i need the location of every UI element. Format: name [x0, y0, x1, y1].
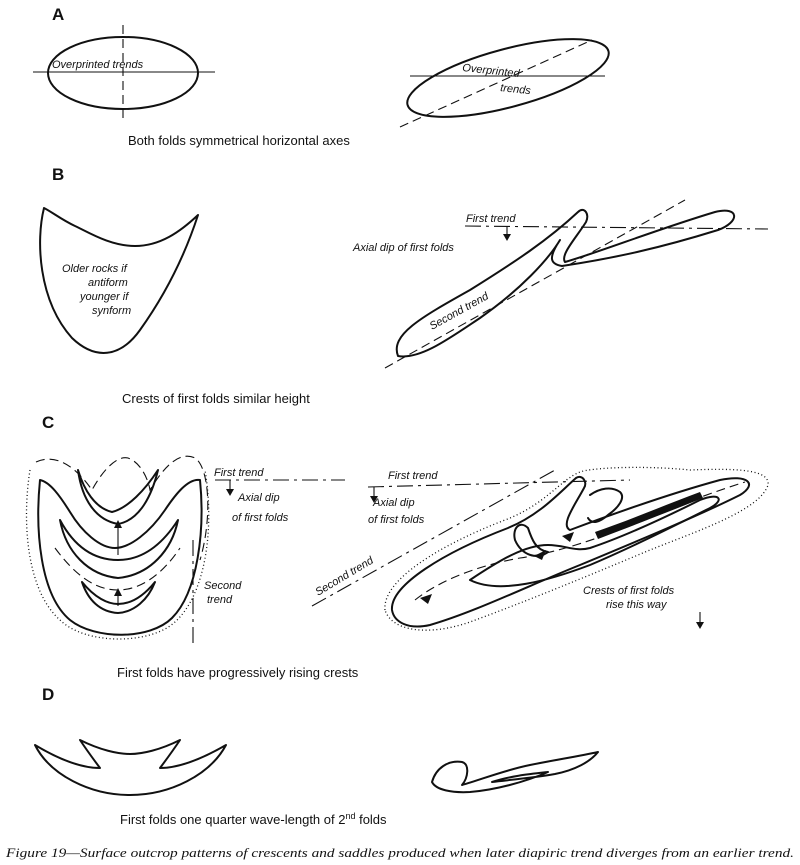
- crests-of-first-folds-label: Crests of first folds: [583, 585, 675, 597]
- outer-dashed-contour: [35, 455, 209, 561]
- panel-b-letter: B: [52, 165, 64, 184]
- older-rocks-label: Older rocks if: [62, 263, 128, 275]
- up-arrow-icon: [114, 520, 122, 528]
- panel-a-letter: A: [52, 5, 64, 24]
- symmetric-crescent-outcrop: [34, 739, 227, 796]
- arrow-head-icon: [696, 622, 704, 629]
- outer-stippled-envelope: [384, 466, 769, 631]
- antiform-label: antiform: [88, 277, 128, 289]
- first-trend-line-right: [367, 479, 631, 488]
- second-trend-line: [384, 199, 686, 369]
- panel-c-left-nested-crescents: First trend Axial dip of first folds Sec…: [25, 455, 345, 645]
- inner-hook-fold: [513, 523, 549, 557]
- panel-c-letter: C: [42, 413, 54, 432]
- panel-b: B Older rocks if antiform younger if syn…: [39, 165, 769, 406]
- first-trend-left-label: First trend: [214, 467, 264, 479]
- first-trend-label: First trend: [466, 213, 516, 225]
- panel-b-crescent: Older rocks if antiform younger if synfo…: [39, 207, 199, 354]
- trend-left-label: trend: [207, 594, 233, 606]
- trends-label: trends: [500, 82, 532, 97]
- panel-a: A Overprinted trends Overprinted trends …: [33, 5, 610, 148]
- panel-a-right-fold: Overprinted trends: [399, 38, 610, 128]
- outer-fold-outline: [37, 478, 203, 636]
- of-first-folds-right-label: of first folds: [368, 514, 425, 526]
- crest-hatched-band: [595, 492, 703, 539]
- outer-stippled-outline: [25, 469, 210, 640]
- saddle-outer-outline: [390, 476, 750, 628]
- panel-a-caption: Both folds symmetrical horizontal axes: [128, 133, 350, 148]
- synform-label: synform: [92, 305, 131, 317]
- upper-hook-fold: [587, 487, 624, 523]
- saddle-inner-outline: [469, 495, 720, 588]
- lower-crescent: [81, 581, 156, 614]
- of-first-folds-left-label: of first folds: [232, 512, 289, 524]
- panel-d-caption: First folds one quarter wave-length of 2…: [120, 811, 387, 827]
- arrow-head-icon: [420, 594, 432, 604]
- second-trend-line-right: [311, 469, 556, 607]
- panel-c-right-saddle: First trend Axial dip of first folds Sec…: [311, 466, 769, 631]
- overprinted-label: Overprinted: [462, 62, 521, 80]
- arrow-head-icon: [562, 532, 574, 542]
- rise-this-way-label: rise this way: [606, 599, 668, 611]
- axial-dip-label: Axial dip of first folds: [352, 242, 454, 254]
- up-arrow-icon: [114, 588, 122, 596]
- middle-crescent: [59, 519, 179, 579]
- panel-b-caption: Crests of first folds similar height: [122, 391, 310, 406]
- arrow-head-icon: [534, 550, 546, 560]
- oblique-trend-line: [399, 39, 593, 128]
- asymmetric-crescent-outcrop: [431, 751, 599, 794]
- elongate-saddle-outcrop: [395, 208, 736, 358]
- younger-if-label: younger if: [79, 291, 129, 303]
- axial-dip-right-label: Axial dip: [372, 497, 415, 509]
- panel-d-letter: D: [42, 685, 54, 704]
- second-left-label: Second: [204, 580, 242, 592]
- panel-c: C First trend Axial dip of first folds S…: [25, 413, 769, 680]
- arrow-head-icon: [226, 489, 234, 496]
- right-ellipse-outcrop: [406, 38, 610, 118]
- overprinted-trends-label: Overprinted trends: [52, 59, 144, 71]
- second-trend-right-label: Second trend: [313, 554, 376, 598]
- first-trend-line: [464, 225, 769, 230]
- crescent-outcrop: [39, 207, 199, 354]
- panel-a-left-fold: Overprinted trends: [33, 25, 215, 118]
- arrow-head-icon: [503, 234, 511, 241]
- axial-dip-left-label: Axial dip: [237, 492, 280, 504]
- first-trend-right-label: First trend: [388, 470, 438, 482]
- upper-inner-fold: [77, 469, 159, 525]
- figure-caption: Figure 19—Surface outcrop patterns of cr…: [5, 846, 794, 860]
- panel-b-saddle: First trend Axial dip of first folds Sec…: [352, 199, 769, 369]
- panel-c-caption: First folds have progressively rising cr…: [117, 665, 359, 680]
- arrow-head-icon: [370, 496, 378, 503]
- panel-d: D First folds one quarter wave-length of…: [34, 685, 599, 827]
